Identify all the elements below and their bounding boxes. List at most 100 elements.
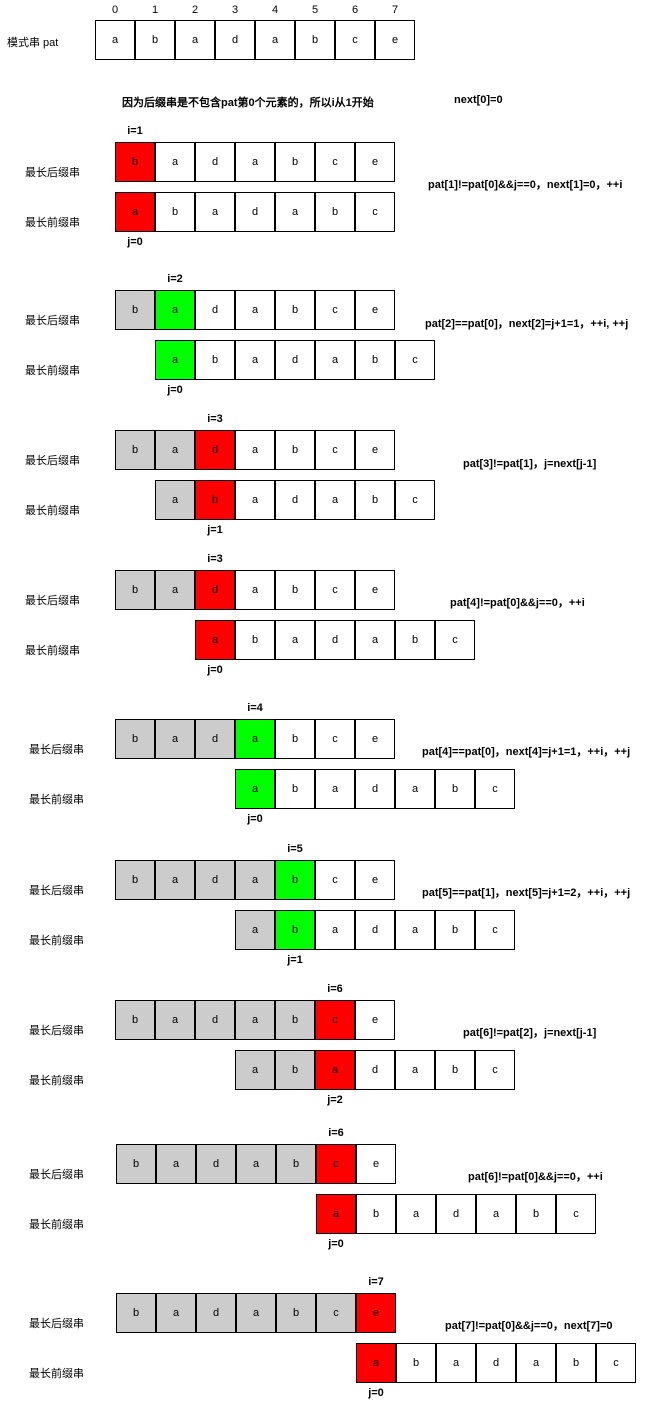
- prefix-cell: c: [596, 1343, 636, 1383]
- step-note: pat[3]!=pat[1]，j=next[j-1]: [463, 458, 597, 470]
- suffix-cell: e: [355, 430, 395, 470]
- j-pointer-label: j=0: [368, 1387, 384, 1399]
- step-note: pat[4]!=pat[0]&&j==0，++i: [450, 597, 585, 609]
- prefix-cell: c: [395, 340, 435, 380]
- prefix-cell: d: [476, 1343, 516, 1383]
- j-pointer-label: j=2: [327, 1094, 343, 1106]
- suffix-cell: d: [195, 430, 235, 470]
- pattern-cell: a: [255, 20, 295, 60]
- pattern-cell: e: [375, 20, 415, 60]
- suffix-cell: d: [195, 142, 235, 182]
- suffix-cell: b: [276, 1293, 316, 1333]
- suffix-cell: e: [355, 290, 395, 330]
- suffix-cell: d: [195, 290, 235, 330]
- suffix-cell: b: [115, 719, 155, 759]
- prefix-cell: a: [195, 192, 235, 232]
- prefix-cell: b: [435, 1050, 475, 1090]
- step-note: pat[2]==pat[0]，next[2]=j+1=1，++i, ++j: [425, 318, 629, 330]
- prefix-cell: d: [315, 620, 355, 660]
- suffix-cell: b: [275, 1000, 315, 1040]
- pattern-cell: a: [175, 20, 215, 60]
- prefix-cell: a: [395, 1050, 435, 1090]
- suffix-cell: d: [195, 570, 235, 610]
- suffix-cell: c: [315, 142, 355, 182]
- suffix-row-label: 最长后缀串: [25, 455, 80, 467]
- pattern-label: 模式串 pat: [7, 37, 59, 49]
- prefix-cell: b: [395, 620, 435, 660]
- suffix-cell: c: [315, 860, 355, 900]
- suffix-cell: c: [315, 719, 355, 759]
- prefix-cell: c: [355, 192, 395, 232]
- prefix-cell: b: [195, 340, 235, 380]
- prefix-cell: a: [395, 910, 435, 950]
- suffix-cell: a: [235, 142, 275, 182]
- prefix-row-label: 最长前缀串: [29, 1368, 84, 1380]
- suffix-cell: b: [275, 290, 315, 330]
- prefix-cell: d: [275, 480, 315, 520]
- prefix-cell: a: [235, 1050, 275, 1090]
- i-pointer-label: i=3: [207, 413, 223, 425]
- index-label: 5: [311, 4, 319, 16]
- suffix-cell: a: [235, 719, 275, 759]
- suffix-cell: e: [356, 1144, 396, 1184]
- suffix-cell: c: [315, 290, 355, 330]
- prefix-cell: b: [275, 769, 315, 809]
- step-note: pat[1]!=pat[0]&&j==0，next[1]=0，++i: [428, 179, 623, 191]
- i-pointer-label: i=2: [167, 273, 183, 285]
- i-pointer-label: i=7: [368, 1276, 384, 1288]
- suffix-cell: d: [196, 1144, 236, 1184]
- prefix-row-label: 最长前缀串: [25, 365, 80, 377]
- prefix-cell: a: [275, 192, 315, 232]
- suffix-cell: e: [355, 1000, 395, 1040]
- prefix-cell: d: [275, 340, 315, 380]
- suffix-cell: a: [155, 430, 195, 470]
- index-label: 7: [391, 4, 399, 16]
- prefix-cell: b: [435, 769, 475, 809]
- step-note: pat[4]==pat[0]，next[4]=j+1=1，++i，++j: [422, 746, 631, 758]
- suffix-cell: c: [316, 1293, 356, 1333]
- prefix-cell: a: [516, 1343, 556, 1383]
- step-note: pat[7]!=pat[0]&&j==0，next[7]=0: [445, 1320, 613, 1332]
- suffix-cell: c: [316, 1144, 356, 1184]
- next0-text: next[0]=0: [454, 94, 503, 106]
- prefix-cell: b: [396, 1343, 436, 1383]
- prefix-cell: a: [235, 340, 275, 380]
- prefix-cell: b: [235, 620, 275, 660]
- suffix-cell: b: [116, 1293, 156, 1333]
- suffix-row-label: 最长后缀串: [29, 885, 84, 897]
- suffix-cell: a: [156, 1144, 196, 1184]
- prefix-cell: a: [315, 1050, 355, 1090]
- suffix-cell: a: [235, 570, 275, 610]
- step-note: pat[6]!=pat[2]，j=next[j-1]: [463, 1027, 597, 1039]
- i-pointer-label: i=3: [207, 553, 223, 565]
- intro-text: 因为后缀串是不包含pat第0个元素的，所以i从1开始: [122, 97, 374, 109]
- prefix-cell: a: [315, 910, 355, 950]
- suffix-cell: b: [275, 570, 315, 610]
- suffix-cell: e: [356, 1293, 396, 1333]
- j-pointer-label: j=0: [328, 1238, 344, 1250]
- prefix-cell: a: [315, 340, 355, 380]
- prefix-cell: b: [516, 1194, 556, 1234]
- prefix-cell: b: [435, 910, 475, 950]
- suffix-cell: b: [275, 719, 315, 759]
- prefix-cell: b: [275, 910, 315, 950]
- suffix-cell: a: [155, 1000, 195, 1040]
- prefix-cell: c: [475, 910, 515, 950]
- suffix-cell: a: [235, 430, 275, 470]
- suffix-cell: d: [195, 1000, 235, 1040]
- prefix-cell: b: [275, 1050, 315, 1090]
- prefix-cell: a: [195, 620, 235, 660]
- prefix-cell: b: [355, 340, 395, 380]
- prefix-row-label: 最长前缀串: [25, 217, 80, 229]
- suffix-cell: a: [156, 1293, 196, 1333]
- j-pointer-label: j=0: [247, 813, 263, 825]
- suffix-cell: b: [115, 860, 155, 900]
- prefix-cell: a: [316, 1194, 356, 1234]
- i-pointer-label: i=6: [328, 1127, 344, 1139]
- prefix-row-label: 最长前缀串: [29, 1075, 84, 1087]
- prefix-cell: a: [235, 910, 275, 950]
- suffix-cell: a: [236, 1144, 276, 1184]
- index-label: 4: [271, 4, 279, 16]
- prefix-cell: a: [355, 620, 395, 660]
- suffix-row-label: 最长后缀串: [25, 595, 80, 607]
